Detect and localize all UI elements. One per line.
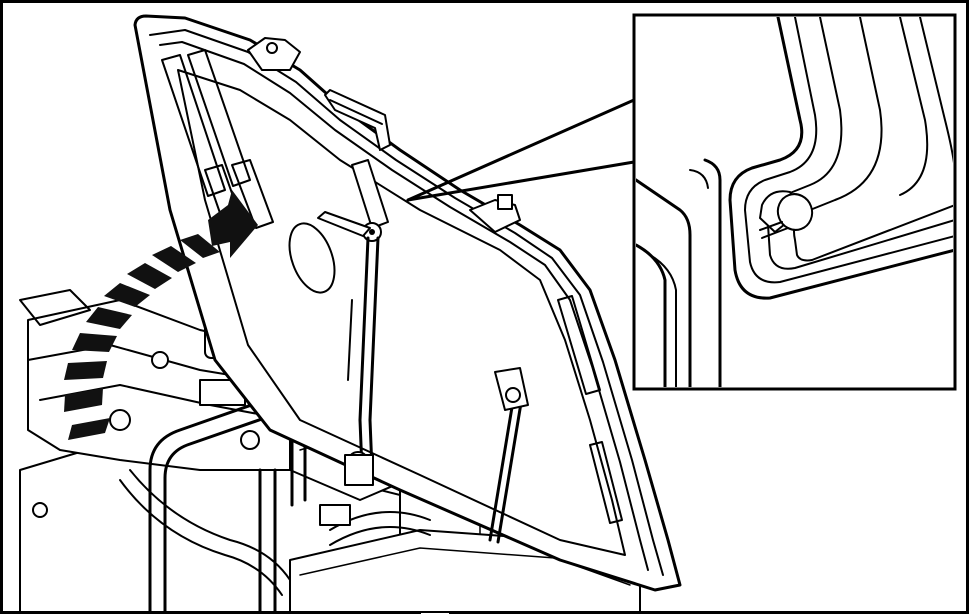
- callout-leader-top: [406, 98, 636, 202]
- detail-frame-edge: [636, 178, 692, 387]
- prop-rod-bracket: [351, 159, 389, 229]
- callout-leader: [406, 98, 636, 202]
- callout-leader-bottom: [406, 160, 636, 202]
- hood-latch-bracket: [247, 37, 301, 71]
- detail-inset: [632, 13, 957, 391]
- hood-outer-panel: [133, 14, 682, 592]
- prop-rod: [344, 236, 380, 486]
- gas-strut: [488, 393, 516, 542]
- hood-access-hole: [288, 222, 336, 294]
- arrow-head: [208, 190, 258, 258]
- detail-hood-edge: [728, 17, 953, 300]
- hood: [133, 14, 682, 592]
- detail-latch-pin-end: [776, 193, 814, 231]
- latch-pin: [317, 211, 371, 237]
- opening-direction-arrow: [64, 190, 258, 440]
- hood-vent-slots: [161, 49, 623, 524]
- hood-inner-liner: [177, 69, 626, 556]
